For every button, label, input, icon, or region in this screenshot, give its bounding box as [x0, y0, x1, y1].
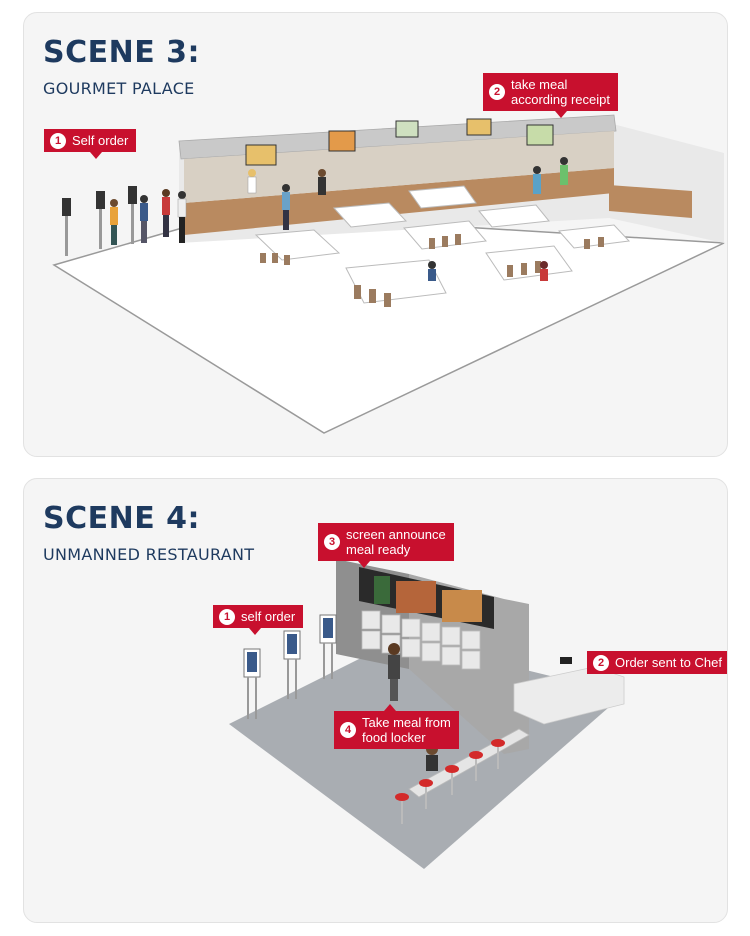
customers [110, 157, 568, 281]
chef-printer [560, 657, 572, 664]
callout-take-meal: 2 take meal according receipt [483, 73, 618, 118]
stool-legs [401, 747, 499, 824]
callout-text-line-1: take meal [511, 77, 568, 92]
callout-number-badge: 2 [593, 654, 609, 671]
order-status-screen [374, 576, 390, 604]
kitchen-area [184, 131, 614, 203]
callout-pointer [555, 111, 567, 118]
callout-take-meal-locker: 4 Take meal from food locker [334, 704, 459, 749]
callout-pointer [358, 561, 370, 568]
scene-3-title: SCENE 3: [43, 35, 201, 70]
food-lockers [361, 610, 481, 670]
food-screen-2 [442, 590, 482, 622]
menu-screen-2 [328, 130, 356, 152]
self-order-kiosks [62, 186, 137, 256]
menu-screen-5 [526, 124, 554, 146]
callout-number-badge: 1 [50, 132, 66, 149]
callout-pointer [249, 628, 261, 635]
menu-screen-3 [395, 120, 419, 138]
callout-number-badge: 1 [219, 608, 235, 625]
callout-text: Self order [72, 133, 129, 148]
callout-text-line-1: Take meal from [362, 715, 451, 730]
callout-text-line-2: food locker [362, 730, 426, 745]
scene-3-subtitle: GOURMET PALACE [43, 79, 195, 98]
dining-tables [254, 185, 631, 304]
callout-text-line-2: according receipt [511, 92, 610, 107]
callout-pointer [384, 704, 396, 711]
callout-text: Order sent to Chef [615, 655, 722, 670]
callout-number-badge: 3 [324, 534, 340, 550]
self-order-kiosks [243, 614, 337, 719]
chairs [260, 234, 604, 307]
callout-text-line-2: meal ready [346, 542, 411, 557]
red-stools [395, 739, 505, 801]
food-screen-1 [396, 581, 436, 613]
callout-screen-announce: 3 screen announce meal ready [318, 523, 454, 568]
scene-4-subtitle: UNMANNED RESTAURANT [43, 545, 255, 564]
callout-pointer [90, 152, 102, 159]
callout-self-order: 1 self order [213, 605, 304, 635]
scene-3-card: SCENE 3: GOURMET PALACE 1 Self order 2 t… [23, 12, 728, 457]
callout-self-order: 1 Self order [44, 129, 137, 159]
unmanned-restaurant-illustration [229, 559, 625, 869]
scene-4-title: SCENE 4: [43, 501, 201, 536]
callout-number-badge: 4 [340, 722, 356, 738]
food-counter [184, 168, 614, 235]
callout-text: self order [241, 609, 296, 624]
callout-text-line-1: screen announce [346, 527, 446, 542]
callout-order-sent-to-chef: 2 Order sent to Chef [587, 651, 727, 674]
menu-screen-4 [466, 118, 492, 136]
gourmet-palace-illustration [52, 114, 725, 434]
floor [52, 212, 725, 434]
menu-screen-1 [245, 144, 277, 166]
side-counter [609, 185, 692, 218]
callout-number-badge: 2 [489, 84, 505, 100]
scene-4-card: SCENE 4: UNMANNED RESTAURANT 1 self orde… [23, 478, 728, 923]
